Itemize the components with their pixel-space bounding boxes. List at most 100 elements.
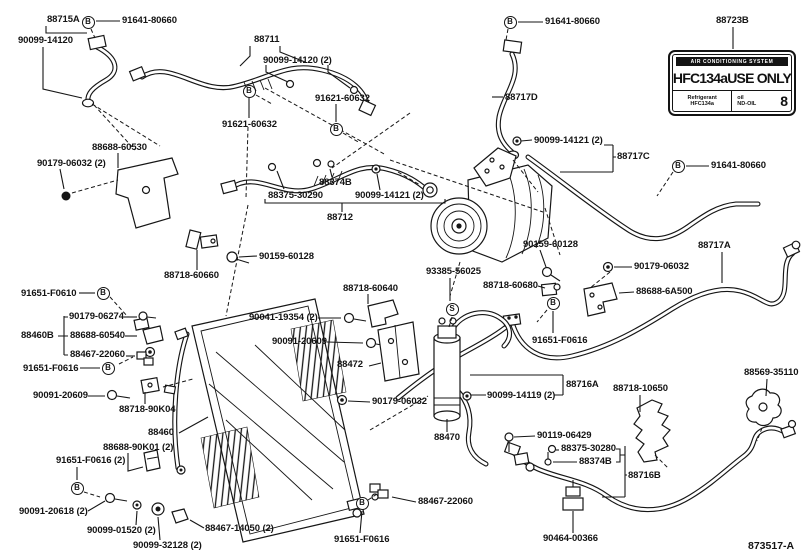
part-label: 90099-32128 (2) <box>133 540 202 551</box>
part-label: 88569-35110 <box>744 367 799 378</box>
part-label: 88718-10650 <box>613 383 668 394</box>
part-label: 90464-00366 <box>543 533 598 544</box>
spec-refrigerant-value: HFC134a <box>690 101 714 107</box>
pipe-88717a <box>398 240 801 398</box>
part-label: 88712 <box>327 212 353 223</box>
pipe-88716b <box>503 419 797 510</box>
circled-b-marker: B <box>81 15 95 29</box>
diagram-code: 873517-A <box>748 540 795 552</box>
part-label: 88718-60660 <box>164 270 219 281</box>
part-label: 88374B <box>319 177 352 188</box>
part-label: 90159-60128 <box>523 239 578 250</box>
part-label: 88467-14050 (2) <box>205 523 274 534</box>
part-label: 90091-20609 <box>272 336 327 347</box>
part-label: 93385-56025 <box>426 266 481 277</box>
leader-lines <box>42 20 768 541</box>
part-label: 88688-90K01 (2) <box>103 442 174 453</box>
part-label: 88716A <box>566 379 599 390</box>
part-label: 91641-80660 <box>122 15 177 26</box>
part-label: 91641-80660 <box>711 160 766 171</box>
spec-oil-grade: 8 <box>780 93 788 109</box>
part-label: 90099-14120 (2) <box>263 55 332 66</box>
spec-refrigerant-label: Refrigerant <box>687 94 717 101</box>
part-label: 88688-6A500 <box>636 286 693 297</box>
part-label: 88717C <box>617 151 650 162</box>
part-label: 88472 <box>337 359 363 370</box>
part-label: 90179-06032 <box>634 261 689 272</box>
brackets-and-fasteners <box>61 157 782 524</box>
part-label: 88718-60640 <box>343 283 398 294</box>
circled-b-marker: B <box>101 361 115 375</box>
part-label: 90099-01520 (2) <box>87 525 156 536</box>
part-label: 90099-14121 (2) <box>355 190 424 201</box>
part-label: 91621-60632 <box>315 93 370 104</box>
part-label: 90179-06274 <box>69 311 124 322</box>
part-label: 88470 <box>434 432 460 443</box>
part-label: 90159-60128 <box>259 251 314 262</box>
condenser-side-pipe <box>163 327 188 475</box>
hose-88711 <box>128 67 377 117</box>
spec-refrigerant-name: HFC134a <box>672 69 728 86</box>
spec-plate-bottom-row: Refrigerant HFC134a oil ND-OIL 8 <box>673 90 791 111</box>
spec-use-only-text: USE ONLY <box>727 69 792 86</box>
spec-plate-inner: AIR CONDITIONING SYSTEM HFC134a USE ONLY… <box>672 54 792 112</box>
part-label: 88375-30280 <box>561 443 616 454</box>
circled-b-marker: B <box>96 286 110 300</box>
spec-plate-main-text: HFC134a USE ONLY <box>673 66 791 91</box>
part-label: 88467-22060 <box>70 349 125 360</box>
part-label: 91651-F0616 <box>334 534 390 545</box>
part-label: 91641-80660 <box>545 16 600 27</box>
condenser-illustration <box>191 298 365 543</box>
hose-88712 <box>220 158 438 198</box>
part-label: 90119-06429 <box>537 430 592 441</box>
part-label: 88467-22060 <box>418 496 473 507</box>
part-label: 90179-06032 (2) <box>37 158 106 169</box>
part-label: 91651-F0616 <box>23 363 79 374</box>
part-label: 88717A <box>698 240 731 251</box>
spec-refrigerant-cell: Refrigerant HFC134a <box>673 91 733 111</box>
refrigerant-spec-plate: AIR CONDITIONING SYSTEM HFC134a USE ONLY… <box>668 50 796 116</box>
part-label: 90091-20618 (2) <box>19 506 88 517</box>
spec-plate-header: AIR CONDITIONING SYSTEM <box>676 57 788 66</box>
circled-b-marker: B <box>355 496 369 510</box>
part-label: 88374B <box>579 456 612 467</box>
part-label: 90099-14119 (2) <box>487 390 556 401</box>
compressor-illustration <box>430 147 553 263</box>
part-label: 88688-60530 <box>92 142 147 153</box>
part-label: 91651-F0610 <box>21 288 77 299</box>
part-label: 88716B <box>628 470 661 481</box>
part-label: 88715A <box>47 14 80 25</box>
circled-b-marker: B <box>70 481 84 495</box>
pipe-88715a <box>81 34 115 108</box>
part-label: 88460B <box>21 330 54 341</box>
part-label: 90041-19354 (2) <box>249 312 318 323</box>
association-dashed-lines <box>71 28 763 501</box>
part-label: 91621-60632 <box>222 119 277 130</box>
part-label: 88718-60680 <box>483 280 538 291</box>
circled-b-marker: B <box>242 84 256 98</box>
spec-oil-label: oil <box>737 94 744 101</box>
part-label: 90091-20609 <box>33 390 88 401</box>
part-label: 88460 <box>148 427 174 438</box>
part-label: 88723B <box>716 15 749 26</box>
part-label: 91651-F0616 (2) <box>56 455 126 466</box>
part-label: 88718-90K04 <box>119 404 176 415</box>
part-label: 88688-60540 <box>70 330 125 341</box>
spec-oil-cell: oil ND-OIL 8 <box>732 91 791 111</box>
part-label: 88375-30290 <box>268 190 323 201</box>
circled-b-marker: B <box>671 159 685 173</box>
part-label: 90179-06032 <box>372 396 427 407</box>
circled-b-marker: B <box>329 122 343 136</box>
circled-b-marker: B <box>546 296 560 310</box>
receiver-drier-illustration <box>433 313 510 464</box>
part-label: 88717D <box>505 92 538 103</box>
circled-b-marker: B <box>503 15 517 29</box>
part-label: 91651-F0616 <box>532 335 588 346</box>
part-label: 90099-14121 (2) <box>534 135 603 146</box>
circled-s-marker: S <box>445 302 459 316</box>
part-label: 88711 <box>254 34 280 45</box>
part-label: 90099-14120 <box>18 35 73 46</box>
